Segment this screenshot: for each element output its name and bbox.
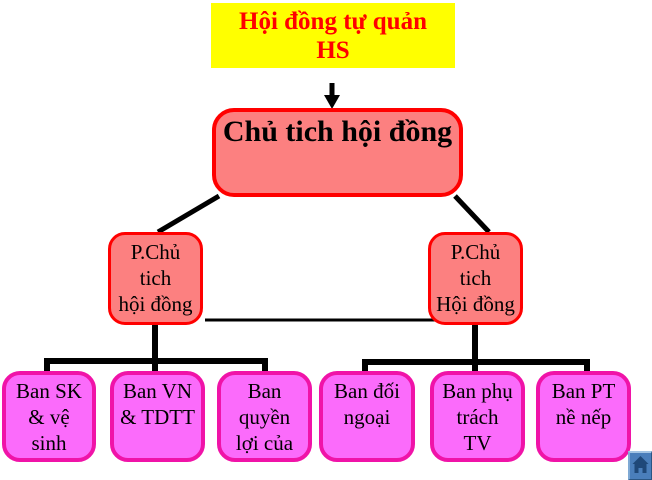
dept-line: sinh [31,431,67,455]
dept-line: & vệ [28,405,70,429]
org-box-chairman: Chủ tich hội đồng [212,108,463,197]
root-title-line: HS [316,37,350,64]
dept-line: Ban [247,379,282,403]
vice-right-line: Hội đồng [436,292,515,316]
dept-line: Ban SK [16,379,82,403]
chairman-label: Chủ tich hội đồng [222,115,453,148]
dept-line: nề nếp [555,405,612,429]
org-box-ban-doi-ngoai: Ban đối ngoại [319,371,415,462]
dept-line: Ban VN [122,379,193,403]
dept-line: lợi của [235,431,294,455]
home-icon [630,455,651,477]
dept-line: trách [456,405,499,429]
dept-line: ngoại [343,405,391,429]
vice-right-line: tich [459,266,492,290]
org-box-ban-phu-trach-tv: Ban phụ trách TV [430,371,525,462]
root-title-line: Hội đồng tự quản [239,8,427,35]
org-box-ban-vn-tdtt: Ban VN & TDTT [110,371,205,462]
org-box-ban-sk-ve-sinh: Ban SK & vệ sinh [2,371,96,462]
org-box-ban-pt-ne-nep: Ban PT nề nếp [536,371,631,462]
org-box-vice-chairman-left: P.Chủ tich hội đồng [108,232,203,325]
dept-line: TV [463,431,492,455]
org-box-vice-chairman-right: P.Chủ tich Hội đồng [428,232,523,325]
dept-line: Ban PT [551,379,616,403]
org-box-ban-quyen-loi: Ban quyền lợi của [217,371,312,462]
vice-left-line: tich [139,266,172,290]
dept-line: Ban đối [334,379,400,403]
vice-right-line: P.Chủ [450,240,501,264]
home-action-button[interactable] [628,451,652,480]
org-box-root-title: Hội đồng tự quản HS [211,3,455,68]
vice-left-line: hội đồng [118,292,193,316]
dept-line: Ban phụ [442,379,513,403]
dept-line: quyền [238,405,291,429]
down-arrow-icon [324,83,340,109]
dept-line: & TDTT [120,405,195,429]
vice-left-line: P.Chủ [130,240,181,264]
